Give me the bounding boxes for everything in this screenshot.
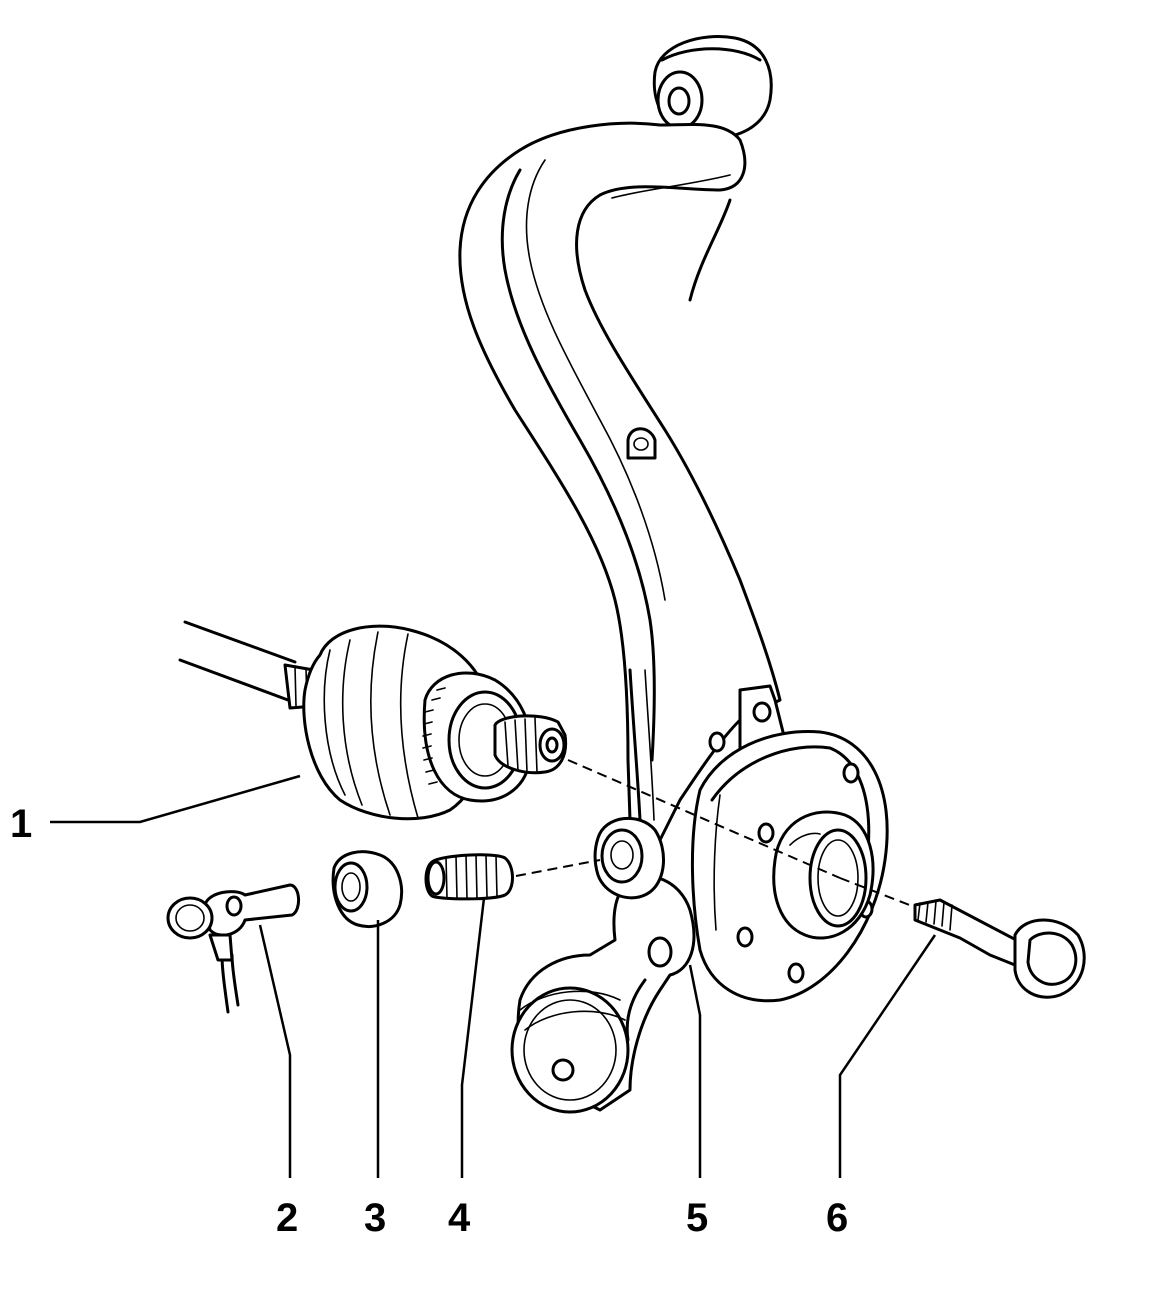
wheel-hub bbox=[690, 730, 889, 1003]
callout-5: 5 bbox=[686, 1196, 709, 1240]
callout-1: 1 bbox=[10, 802, 33, 846]
leader-5 bbox=[688, 964, 702, 1178]
speed-sensor bbox=[166, 883, 300, 1014]
assembly-axis-lines bbox=[515, 759, 913, 907]
hub-bolt bbox=[913, 898, 1086, 999]
callout-leaders bbox=[50, 774, 937, 1178]
lower-bushing-link bbox=[510, 874, 696, 1114]
leader-4 bbox=[460, 897, 486, 1178]
callout-4: 4 bbox=[448, 1196, 471, 1240]
needle-bearing bbox=[424, 853, 514, 901]
drive-shaft-cv-joint bbox=[178, 620, 568, 821]
leader-1 bbox=[50, 774, 301, 824]
callout-6: 6 bbox=[826, 1196, 849, 1240]
wheel-knuckle-arm bbox=[458, 35, 787, 842]
seal-cap bbox=[331, 850, 404, 928]
callout-2: 2 bbox=[276, 1196, 299, 1240]
callout-3: 3 bbox=[364, 1196, 387, 1240]
leader-6 bbox=[838, 934, 937, 1178]
leader-2 bbox=[258, 924, 292, 1178]
knuckle-eye bbox=[593, 816, 666, 900]
